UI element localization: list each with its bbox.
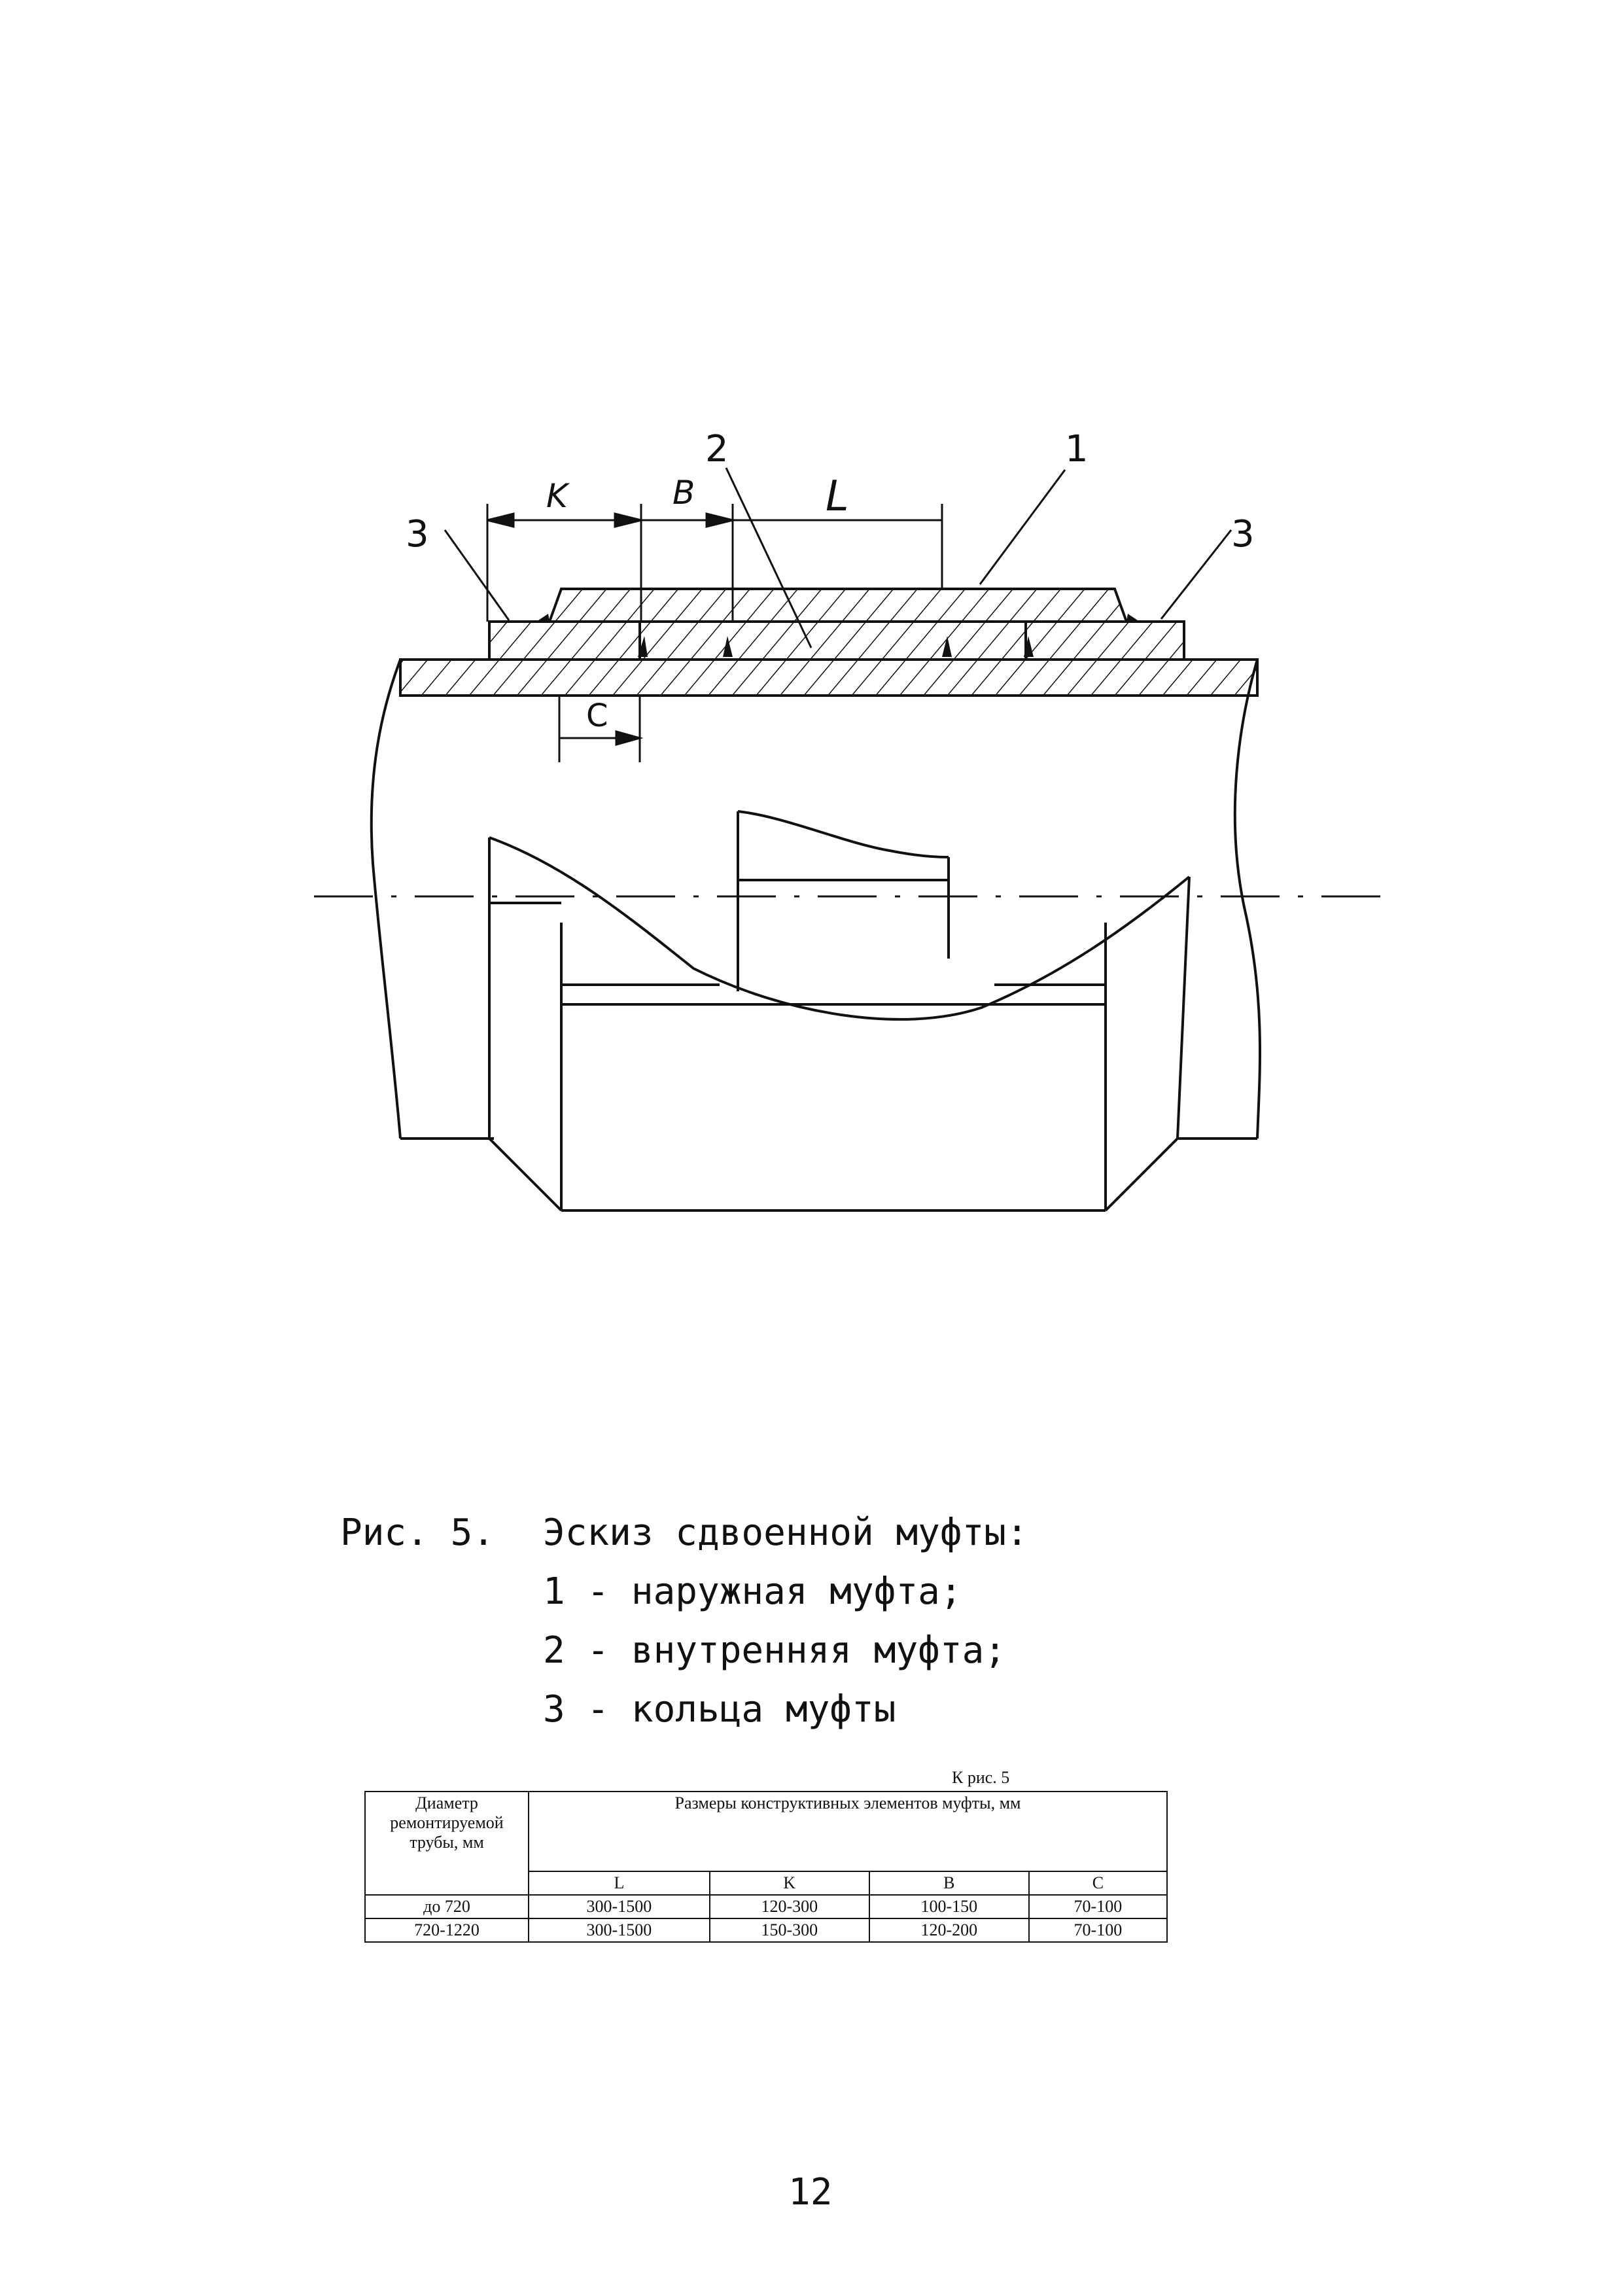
cell-value: 100-150 <box>868 1894 1030 1919</box>
pipe-body <box>370 659 1262 1140</box>
cell-diameter: 720-1220 <box>364 1918 529 1943</box>
cell-value: 120-200 <box>868 1918 1030 1943</box>
cell-diameter: до 720 <box>364 1894 529 1919</box>
label-1: 1 <box>1065 428 1089 470</box>
caption-item-3: 3 - кольца муфты <box>543 1688 896 1731</box>
page-number: 12 <box>788 2171 833 2214</box>
outer-coupling <box>548 588 1128 623</box>
caption-item-2: 2 - внутренняя муфта; <box>543 1629 1007 1672</box>
caption-prefix: Рис. 5. <box>340 1511 495 1554</box>
label-l: L <box>826 472 849 521</box>
cell-value: 70-100 <box>1028 1894 1168 1919</box>
label-3-right: 3 <box>1231 513 1255 556</box>
label-b: B <box>672 474 695 512</box>
cell-value: 300-1500 <box>528 1894 710 1919</box>
caption-title: Эскиз сдвоенной муфты: <box>543 1511 1028 1554</box>
label-c: C <box>586 698 608 734</box>
header-diameter: Диаметр ремонтируемой трубы, мм <box>364 1791 529 1896</box>
inner-coupling <box>638 620 1027 661</box>
table-row: до 720 300-1500 120-300 100-150 70-100 <box>364 1894 1168 1919</box>
dimension-lines <box>486 504 943 762</box>
cell-value: 120-300 <box>708 1894 870 1919</box>
table-row: 720-1220 300-1500 150-300 120-200 70-100 <box>364 1918 1168 1943</box>
leader-lines <box>444 467 1232 648</box>
weld-seams <box>536 614 1140 657</box>
table-reference: К рис. 5 <box>952 1768 1010 1787</box>
column-header: C <box>1028 1871 1168 1896</box>
caption-item-1: 1 - наружная муфта; <box>543 1570 962 1613</box>
label-3-left: 3 <box>406 513 429 556</box>
cutaway-section <box>488 810 1191 1212</box>
cell-value: 150-300 <box>708 1918 870 1943</box>
label-2: 2 <box>705 428 729 470</box>
dimensions-table: Диаметр ремонтируемой трубы, мм Размеры … <box>364 1791 1168 1943</box>
column-header: B <box>868 1871 1030 1896</box>
header-dimensions: Размеры конструктивных элементов муфты, … <box>528 1791 1168 1872</box>
ring-left <box>488 620 641 661</box>
cell-value: 300-1500 <box>528 1918 710 1943</box>
label-k: K <box>546 477 570 515</box>
ring-right <box>1024 620 1185 661</box>
cell-value: 70-100 <box>1028 1918 1168 1943</box>
column-header: L <box>528 1871 710 1896</box>
column-header: K <box>708 1871 870 1896</box>
pipe-wall <box>399 658 1259 697</box>
